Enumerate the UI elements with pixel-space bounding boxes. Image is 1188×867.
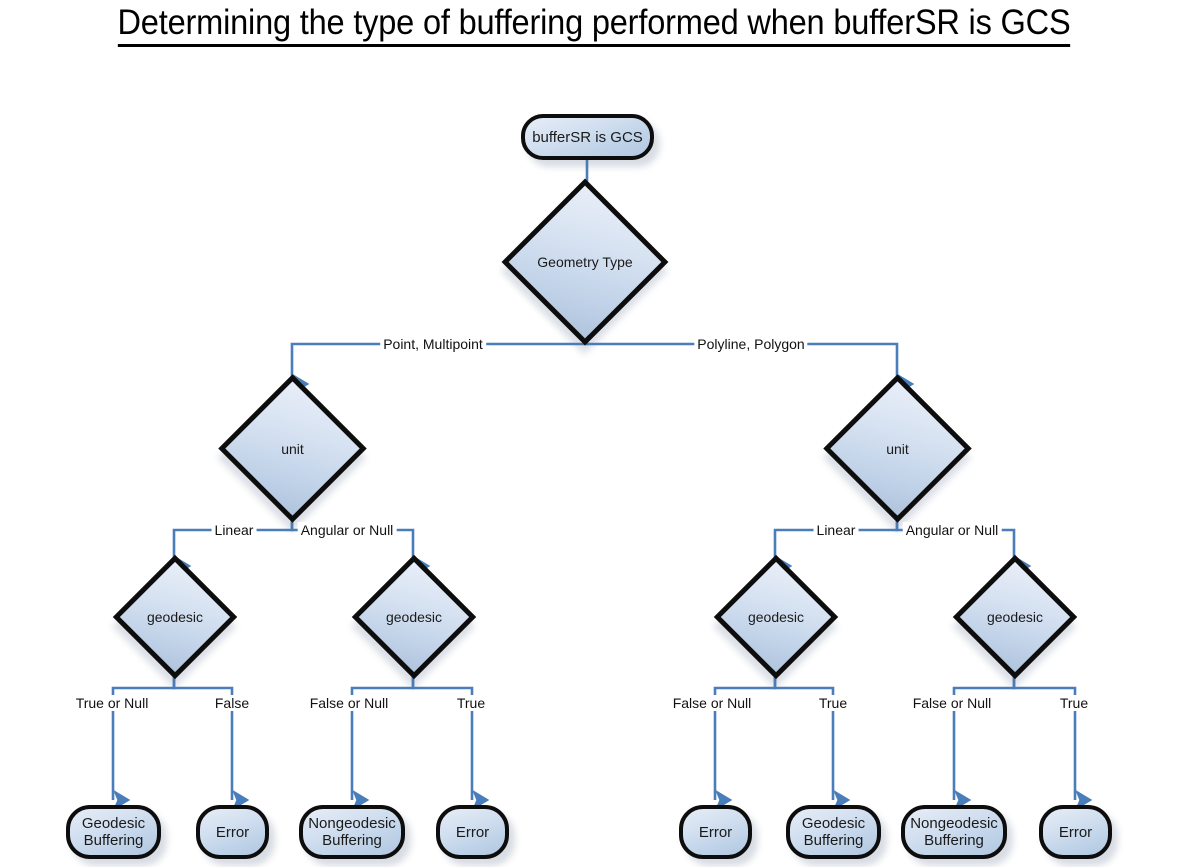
page-title: Determining the type of buffering perfor… [42,2,1147,47]
edge-label-geometry-right: Polyline, Polygon [694,336,808,352]
edge-label-geodesic4-left: False or Null [909,695,995,711]
node-terminal-3[interactable]: Nongeodesic Buffering [299,805,405,859]
node-geodesic-4[interactable]: geodesic [952,554,1078,680]
node-terminal-4[interactable]: Error [436,805,509,859]
node-terminal-5-label: Error [698,823,733,841]
node-geodesic-1-label: geodesic [146,609,204,625]
node-unit-left-label: unit [281,440,304,457]
edge-label-geodesic4-right: True [1056,695,1092,711]
edge-label-geodesic1-right: False [211,695,253,711]
node-unit-right-label: unit [886,440,909,457]
node-terminal-1[interactable]: Geodesic Buffering [66,805,161,859]
edge-label-unit-left-angular: Angular or Null [297,522,397,538]
node-geodesic-3-label: geodesic [747,609,805,625]
node-geodesic-4-label: geodesic [986,609,1044,625]
node-terminal-7[interactable]: Nongeodesic Buffering [901,805,1007,859]
node-geodesic-1[interactable]: geodesic [112,554,238,680]
node-terminal-6[interactable]: Geodesic Buffering [786,805,881,859]
node-geodesic-3[interactable]: geodesic [713,554,839,680]
node-geometry-type[interactable]: Geometry Type [501,178,669,346]
node-unit-left[interactable]: unit [218,374,367,523]
node-terminal-1-label: Geodesic Buffering [81,815,146,849]
node-terminal-2-label: Error [215,823,250,841]
node-terminal-2[interactable]: Error [196,805,269,859]
edge-label-unit-left-linear: Linear [211,522,257,538]
edge-label-geodesic3-right: True [815,695,851,711]
edge-label-unit-right-linear: Linear [813,522,859,538]
edge-label-geometry-left: Point, Multipoint [380,336,486,352]
node-start-label: bufferSR is GCS [532,128,643,146]
node-terminal-5[interactable]: Error [679,805,752,859]
node-terminal-8-label: Error [1058,823,1093,841]
edge-label-geodesic2-left: False or Null [306,695,392,711]
node-geodesic-2-label: geodesic [385,609,443,625]
node-terminal-6-label: Geodesic Buffering [801,815,866,849]
edge-label-unit-right-angular: Angular or Null [902,522,1002,538]
node-terminal-3-label: Nongeodesic Buffering [308,815,396,849]
page-title-text: Determining the type of buffering perfor… [117,3,1071,47]
edge-label-geodesic2-right: True [453,695,489,711]
node-terminal-4-label: Error [455,823,490,841]
node-start[interactable]: bufferSR is GCS [521,114,654,160]
node-terminal-8[interactable]: Error [1039,805,1112,859]
node-geodesic-2[interactable]: geodesic [351,554,477,680]
node-unit-right[interactable]: unit [823,374,972,523]
node-terminal-7-label: Nongeodesic Buffering [910,815,998,849]
node-geometry-type-label: Geometry Type [537,254,633,270]
edge-label-geodesic1-left: True or Null [72,695,152,711]
edge-label-geodesic3-left: False or Null [669,695,755,711]
